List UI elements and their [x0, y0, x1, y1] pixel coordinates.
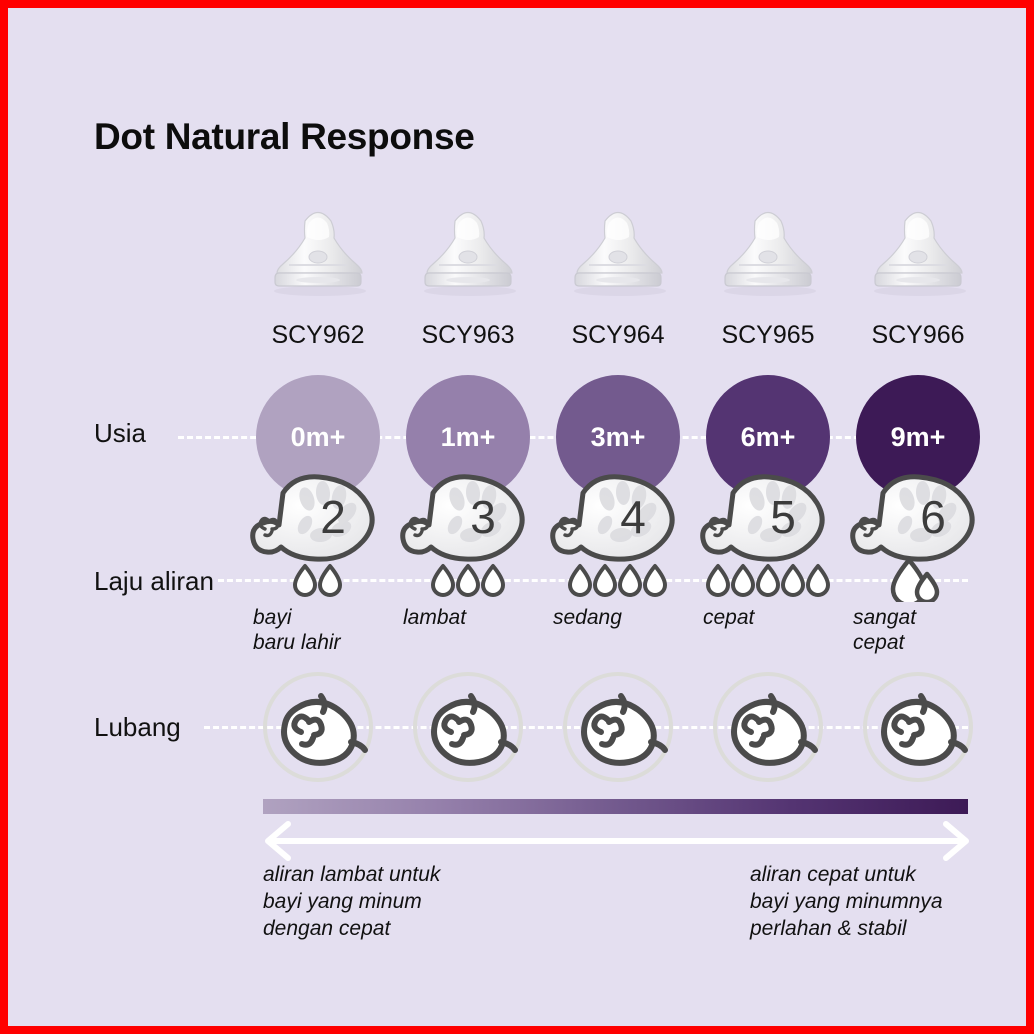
nipple-hole-icon	[563, 672, 673, 782]
svg-text:4: 4	[620, 491, 646, 543]
teat-photo	[874, 211, 966, 296]
flow-drop-icon	[293, 564, 342, 597]
hole-illustration	[711, 670, 825, 784]
hole-illustration	[411, 670, 525, 784]
teat-photo	[574, 211, 666, 296]
nipple-number-icon: 2	[250, 474, 375, 562]
flow-drops	[393, 556, 543, 602]
nipple-number-icon: 4	[550, 474, 675, 562]
product-code: SCY963	[421, 321, 515, 349]
nipple-hole-icon	[713, 672, 823, 782]
teat-photo	[274, 211, 366, 296]
hole-illustration	[561, 670, 675, 784]
row-label-hole: Lubang	[94, 712, 181, 742]
row-label-flow: Laju aliran	[94, 566, 214, 596]
age-badge: 0m+	[256, 375, 380, 499]
nipple-hole-icon	[863, 672, 973, 782]
nipple-number: 4	[549, 463, 687, 563]
flow-drops	[543, 556, 693, 602]
teat-image	[693, 201, 843, 296]
nipple-hole-icon	[413, 672, 523, 782]
nipple-hole-icon	[263, 672, 373, 782]
row-label-age: Usia	[94, 418, 147, 448]
flow-drop-icon	[430, 564, 505, 597]
flow-rate-label: lambat	[403, 606, 467, 629]
product-code: SCY964	[571, 321, 665, 349]
teat-image	[393, 201, 543, 296]
nipple-number: 3	[399, 463, 537, 563]
teat-photo	[424, 211, 516, 296]
teat-image	[243, 201, 393, 296]
teat-image	[843, 201, 993, 296]
flow-connector-line	[218, 579, 968, 582]
flow-drop-icon	[890, 557, 940, 602]
svg-text:2: 2	[320, 491, 346, 543]
nipple-number: 2	[249, 463, 387, 563]
nipple-number: 5	[699, 463, 837, 563]
infographic-frame: Dot Natural Response Usia Laju aliran Lu…	[8, 8, 1026, 1026]
hole-illustration	[261, 670, 375, 784]
flow-gradient-bar	[263, 799, 968, 814]
flow-drops	[693, 556, 843, 602]
nipple-number-icon: 3	[400, 474, 525, 562]
flow-drops	[843, 556, 993, 602]
flow-direction-arrow	[256, 821, 978, 861]
flow-rate-label: cepat	[703, 606, 755, 629]
svg-text:6: 6	[920, 491, 946, 543]
teat-photo	[724, 211, 816, 296]
teat-image	[543, 201, 693, 296]
nipple-number-icon: 5	[700, 474, 825, 562]
nipple-number-icon: 6	[850, 474, 975, 562]
svg-text:5: 5	[770, 491, 796, 543]
product-code: SCY966	[871, 321, 965, 349]
hole-illustration	[861, 670, 975, 784]
flow-drops	[243, 556, 393, 602]
svg-text:3: 3	[470, 491, 496, 543]
flow-drop-icon	[568, 564, 667, 597]
product-code: SCY962	[271, 321, 365, 349]
flow-rate-label: sedang	[553, 606, 622, 629]
nipple-number: 6	[849, 463, 987, 563]
product-code: SCY965	[721, 321, 815, 349]
page-title: Dot Natural Response	[94, 116, 475, 157]
flow-drop-icon	[705, 564, 830, 597]
